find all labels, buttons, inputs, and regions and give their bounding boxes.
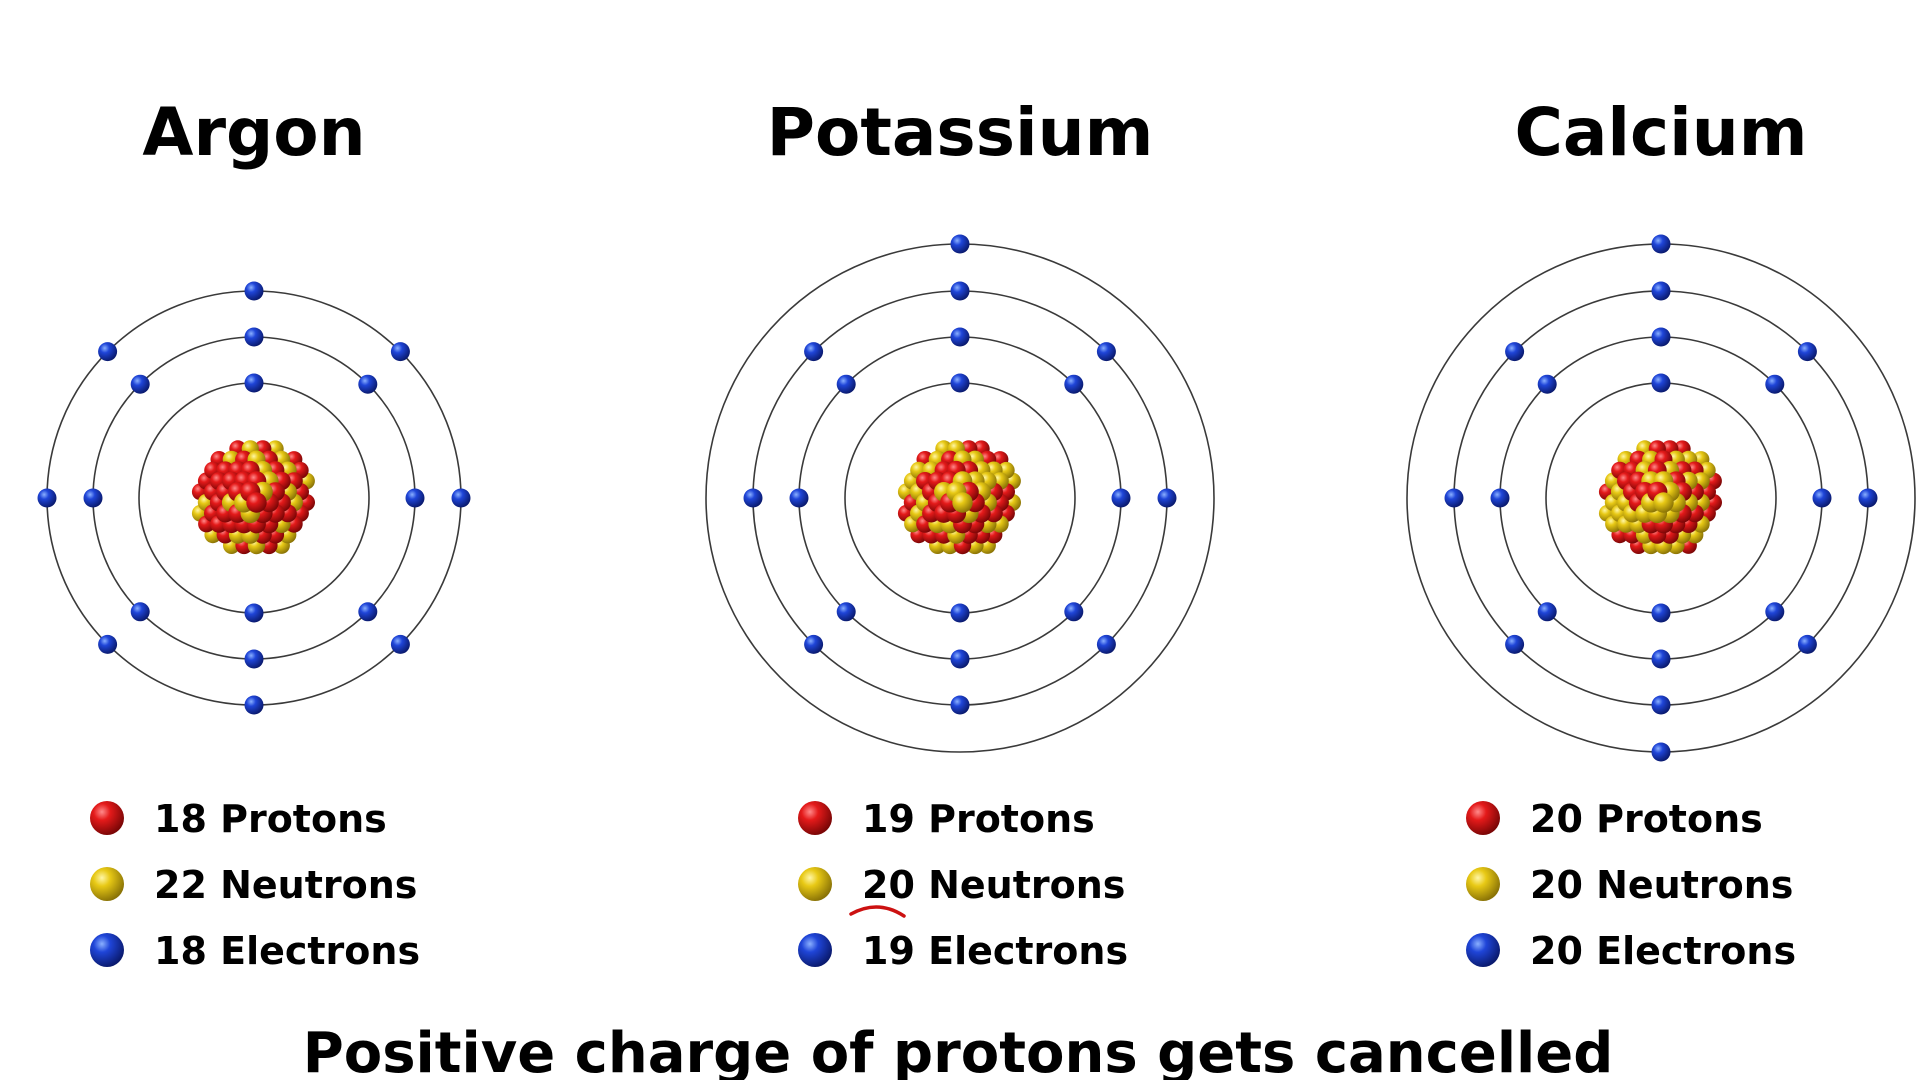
electron: [451, 488, 471, 508]
neutron-swatch: [90, 867, 124, 901]
legend-protons: 20 Protons: [1530, 797, 1763, 841]
electron-swatch: [1466, 933, 1500, 967]
electron: [1096, 634, 1116, 654]
legend-electrons: 20 Electrons: [1530, 929, 1796, 973]
legend-neutrons: 20 Neutrons: [1530, 863, 1793, 907]
atom-argon: Argon 18 Protons 22 Neutrons 18 Electron…: [37, 94, 471, 973]
electron: [390, 634, 410, 654]
electron: [83, 488, 103, 508]
electron-swatch: [90, 933, 124, 967]
electron: [743, 488, 763, 508]
neutron: [1653, 492, 1674, 513]
electron: [1157, 488, 1177, 508]
electron: [1651, 603, 1671, 623]
electron: [1505, 634, 1525, 654]
electron: [1797, 634, 1817, 654]
legend-protons: 19 Protons: [862, 797, 1095, 841]
electron: [244, 695, 264, 715]
electron: [1505, 342, 1525, 362]
proton: [246, 492, 267, 513]
electron: [98, 342, 118, 362]
electron: [804, 634, 824, 654]
neutron-count-underline-annotation: [849, 905, 906, 918]
proton-swatch: [1466, 801, 1500, 835]
neutron-swatch: [798, 867, 832, 901]
electron: [950, 649, 970, 669]
neutron-swatch: [1466, 867, 1500, 901]
electron: [244, 281, 264, 301]
electron: [1064, 602, 1084, 622]
electron: [789, 488, 809, 508]
electron: [244, 373, 264, 393]
legend-neutrons: 20 Neutrons: [862, 863, 1125, 907]
electron: [1651, 281, 1671, 301]
electron: [1651, 327, 1671, 347]
electron: [1444, 488, 1464, 508]
electron: [358, 602, 378, 622]
electron: [1651, 373, 1671, 393]
legend-calcium: 20 Protons 20 Neutrons 20 Electrons: [1466, 797, 1796, 973]
electron: [1858, 488, 1878, 508]
legend-electrons: 18 Electrons: [154, 929, 420, 973]
legend-electrons: 19 Electrons: [862, 929, 1128, 973]
electron: [1064, 374, 1084, 394]
electron: [950, 603, 970, 623]
electron: [1537, 374, 1557, 394]
atom-title-calcium: Calcium: [1514, 94, 1807, 171]
electrons-potassium: [743, 234, 1177, 715]
electron: [1765, 374, 1785, 394]
neutron: [952, 492, 973, 513]
electrons-argon: [37, 281, 471, 715]
electron: [836, 374, 856, 394]
nucleus-argon: [191, 440, 315, 555]
electron: [836, 602, 856, 622]
electron: [950, 281, 970, 301]
electron: [244, 327, 264, 347]
legend-argon: 18 Protons 22 Neutrons 18 Electrons: [90, 797, 420, 973]
electron: [950, 695, 970, 715]
electron-swatch: [798, 933, 832, 967]
electron: [98, 634, 118, 654]
proton-swatch: [90, 801, 124, 835]
nucleus-potassium: [897, 440, 1021, 555]
electron: [1537, 602, 1557, 622]
electron: [130, 374, 150, 394]
electron: [244, 649, 264, 669]
legend-neutrons: 22 Neutrons: [154, 863, 417, 907]
legend-potassium: 19 Protons 20 Neutrons 19 Electrons: [798, 797, 1128, 973]
nucleus-calcium: [1598, 440, 1722, 555]
electron: [390, 342, 410, 362]
electron: [37, 488, 57, 508]
electron: [1111, 488, 1131, 508]
caption: Positive charge of protons gets cancelle…: [303, 1021, 1614, 1080]
electron: [1651, 234, 1671, 254]
electron: [1651, 742, 1671, 762]
atom-potassium: Potassium 19 Protons 20 Neutrons 19 Elec…: [705, 94, 1215, 973]
electron: [950, 373, 970, 393]
electron: [130, 602, 150, 622]
atom-title-argon: Argon: [142, 94, 365, 171]
electron: [1812, 488, 1832, 508]
electron: [1651, 649, 1671, 669]
electrons-calcium: [1444, 234, 1878, 762]
electron: [1797, 342, 1817, 362]
electron: [950, 234, 970, 254]
legend-protons: 18 Protons: [154, 797, 387, 841]
atom-title-potassium: Potassium: [767, 94, 1154, 171]
electron: [1096, 342, 1116, 362]
electron: [244, 603, 264, 623]
atom-calcium: Calcium 20 Protons 20 Neutrons 20 Electr…: [1406, 94, 1916, 973]
electron: [950, 327, 970, 347]
electron: [1651, 695, 1671, 715]
electron: [1765, 602, 1785, 622]
electron: [804, 342, 824, 362]
proton-swatch: [798, 801, 832, 835]
electron: [358, 374, 378, 394]
electron: [1490, 488, 1510, 508]
electron: [405, 488, 425, 508]
